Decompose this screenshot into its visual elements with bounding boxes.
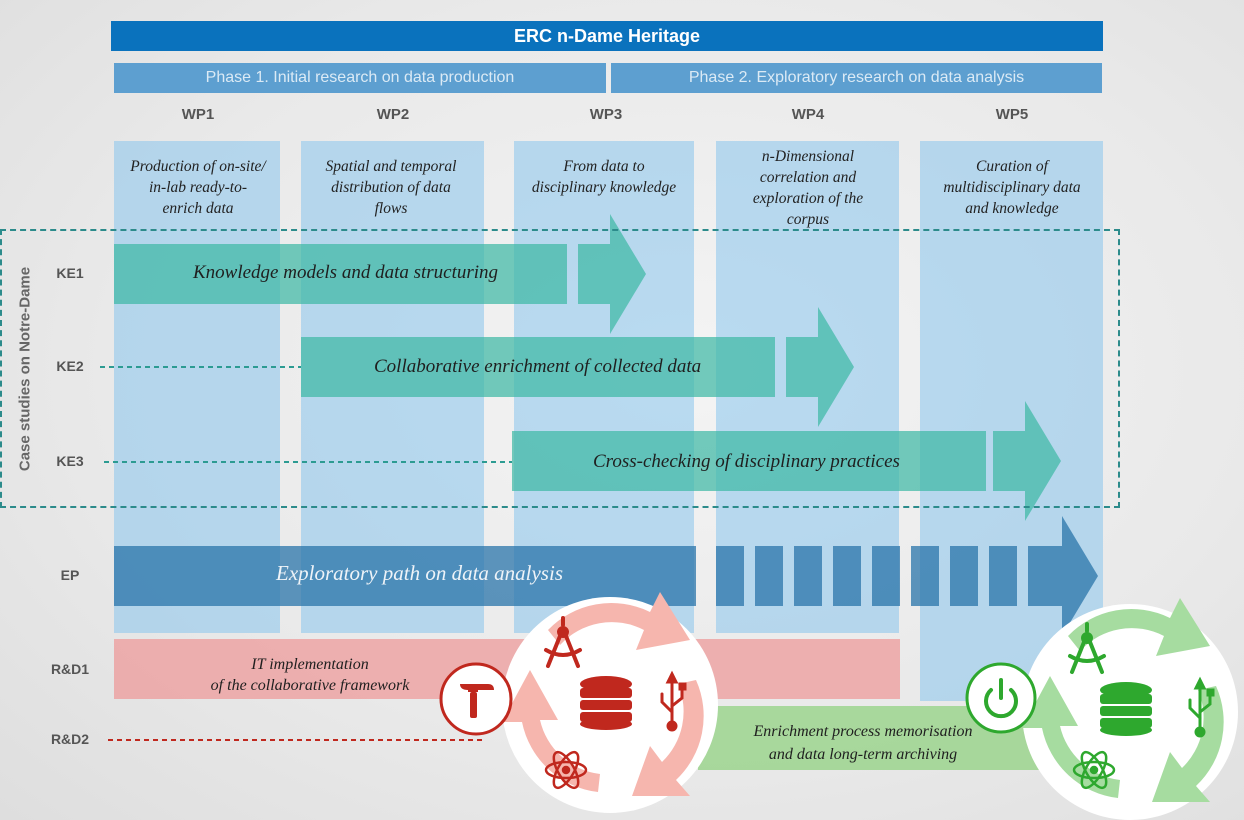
ke2-arrow: [301, 307, 854, 427]
wp2-description: Spatial and temporal distribution of dat…: [325, 158, 457, 217]
phase-2-bar: Phase 2. Exploratory research on data an…: [611, 63, 1102, 93]
rd1-text: IT implementation of the collaborative f…: [210, 656, 410, 694]
wp1-header: WP1: [181, 106, 215, 123]
project-title: ERC n-Dame Heritage: [111, 21, 1103, 51]
ep-arrow: [114, 516, 1098, 636]
ke3-label: KE3: [56, 453, 84, 469]
ep-text: Exploratory path on data analysis: [276, 561, 563, 585]
ke3-text: Cross-checking of disciplinary practices: [593, 451, 900, 472]
ke2-label: KE2: [56, 358, 84, 374]
rd1-label: R&D1: [50, 661, 90, 677]
ke3-arrow: [512, 401, 1061, 521]
wp2-header: WP2: [376, 106, 410, 123]
ke1-text: Knowledge models and data structuring: [193, 262, 499, 283]
wp3-description: From data to disciplinary knowledge: [531, 158, 677, 196]
ke1-label: KE1: [56, 265, 84, 281]
wp5-description: Curation of multidisciplinary data and k…: [943, 158, 1081, 217]
case-studies-box: [0, 229, 1120, 508]
wp3-header: WP3: [589, 106, 623, 123]
wp4-header: WP4: [791, 106, 825, 123]
wp4-description: n-Dimensional correlation and exploratio…: [752, 148, 864, 228]
rd2-label: R&D2: [50, 731, 90, 747]
wp5-header: WP5: [995, 106, 1029, 123]
ke1-arrow: [114, 214, 646, 334]
phase-1-bar: Phase 1. Initial research on data produc…: [114, 63, 606, 93]
wp1-description: Production of on-site/ in-lab ready-to- …: [130, 158, 266, 217]
rd2-text: Enrichment process memorisation and data…: [753, 723, 973, 763]
ke2-text: Collaborative enrichment of collected da…: [374, 356, 702, 377]
ep-label: EP: [60, 567, 80, 583]
